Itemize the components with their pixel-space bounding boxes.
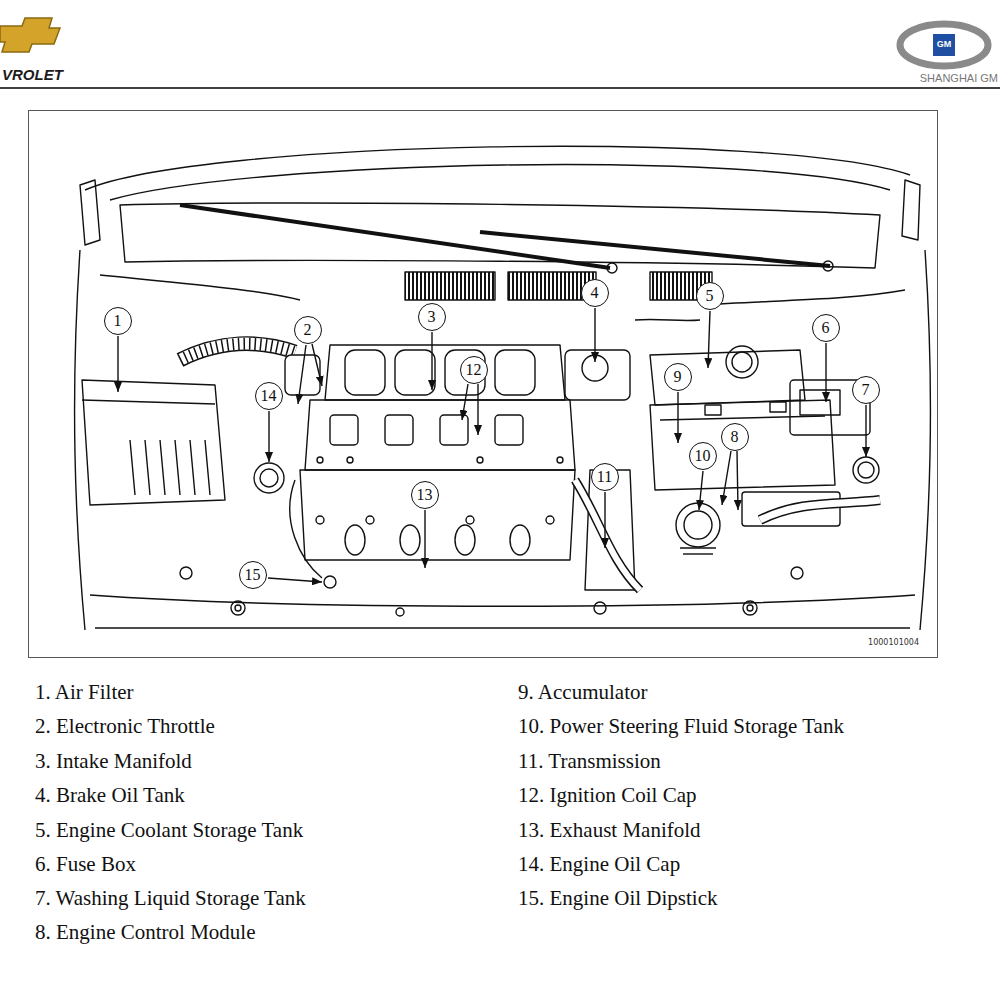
- callout-circle: 5: [696, 282, 724, 310]
- callout-circle: 1: [104, 307, 132, 335]
- legend-item: 2. Electronic Throttle: [35, 714, 215, 739]
- legend-item: 6. Fuse Box: [35, 852, 136, 877]
- figure-number: 1000101004: [868, 638, 919, 647]
- callout-number: 2: [304, 322, 312, 338]
- callout-number: 8: [731, 429, 739, 445]
- brand-text: SHANGHAI GM: [920, 72, 998, 84]
- callout-circle: 10: [689, 442, 717, 470]
- callout-number: 15: [245, 567, 261, 583]
- legend-item: 10. Power Steering Fluid Storage Tank: [518, 714, 844, 739]
- legend-item: 12. Ignition Coil Cap: [518, 783, 697, 808]
- callout-circle: 4: [581, 279, 609, 307]
- callout-circle: 9: [664, 363, 692, 391]
- callout-number: 6: [822, 320, 830, 336]
- leader-arrows: [118, 308, 866, 582]
- callout-circle: 6: [812, 314, 840, 342]
- callout-number: 12: [466, 362, 482, 378]
- legend-item: 7. Washing Liquid Storage Tank: [35, 886, 306, 911]
- callout-number: 14: [261, 388, 277, 404]
- header: [0, 18, 1000, 88]
- callout-circle: 8: [721, 423, 749, 451]
- callout-circle: 14: [255, 382, 283, 410]
- legend-item: 13. Exhaust Manifold: [518, 818, 701, 843]
- legend-item: 8. Engine Control Module: [35, 920, 255, 945]
- callout-number: 10: [695, 448, 711, 464]
- callout-number: 7: [862, 382, 870, 398]
- callout-number: 9: [674, 369, 682, 385]
- logo-text: GM: [937, 39, 952, 49]
- callout-circle: 15: [239, 561, 267, 589]
- legend-item: 1. Air Filter: [35, 680, 134, 705]
- callout-number: 1: [114, 313, 122, 329]
- brand-text: VROLET: [2, 66, 63, 83]
- callout-circle: 12: [460, 356, 488, 384]
- callout-number: 3: [428, 309, 436, 325]
- legend-item: 14. Engine Oil Cap: [518, 852, 680, 877]
- callout-number: 11: [597, 469, 612, 485]
- callout-circle: 2: [294, 316, 322, 344]
- legend-item: 3. Intake Manifold: [35, 749, 192, 774]
- engine-drawing: [75, 146, 931, 630]
- legend-item: 15. Engine Oil Dipstick: [518, 886, 717, 911]
- figure-frame: 1000101004123456789101112131415: [28, 110, 938, 658]
- legend-item: 5. Engine Coolant Storage Tank: [35, 818, 303, 843]
- callout-circle: 7: [852, 376, 880, 404]
- callout-circle: 13: [411, 481, 439, 509]
- callout-circle: 3: [418, 303, 446, 331]
- callout-number: 13: [417, 487, 433, 503]
- callout-number: 5: [706, 288, 714, 304]
- legend-item: 11. Transmission: [518, 749, 661, 774]
- callout-circle: 11: [591, 463, 619, 491]
- legend-item: 4. Brake Oil Tank: [35, 783, 185, 808]
- callout-number: 4: [591, 285, 599, 301]
- legend-item: 9. Accumulator: [518, 680, 647, 705]
